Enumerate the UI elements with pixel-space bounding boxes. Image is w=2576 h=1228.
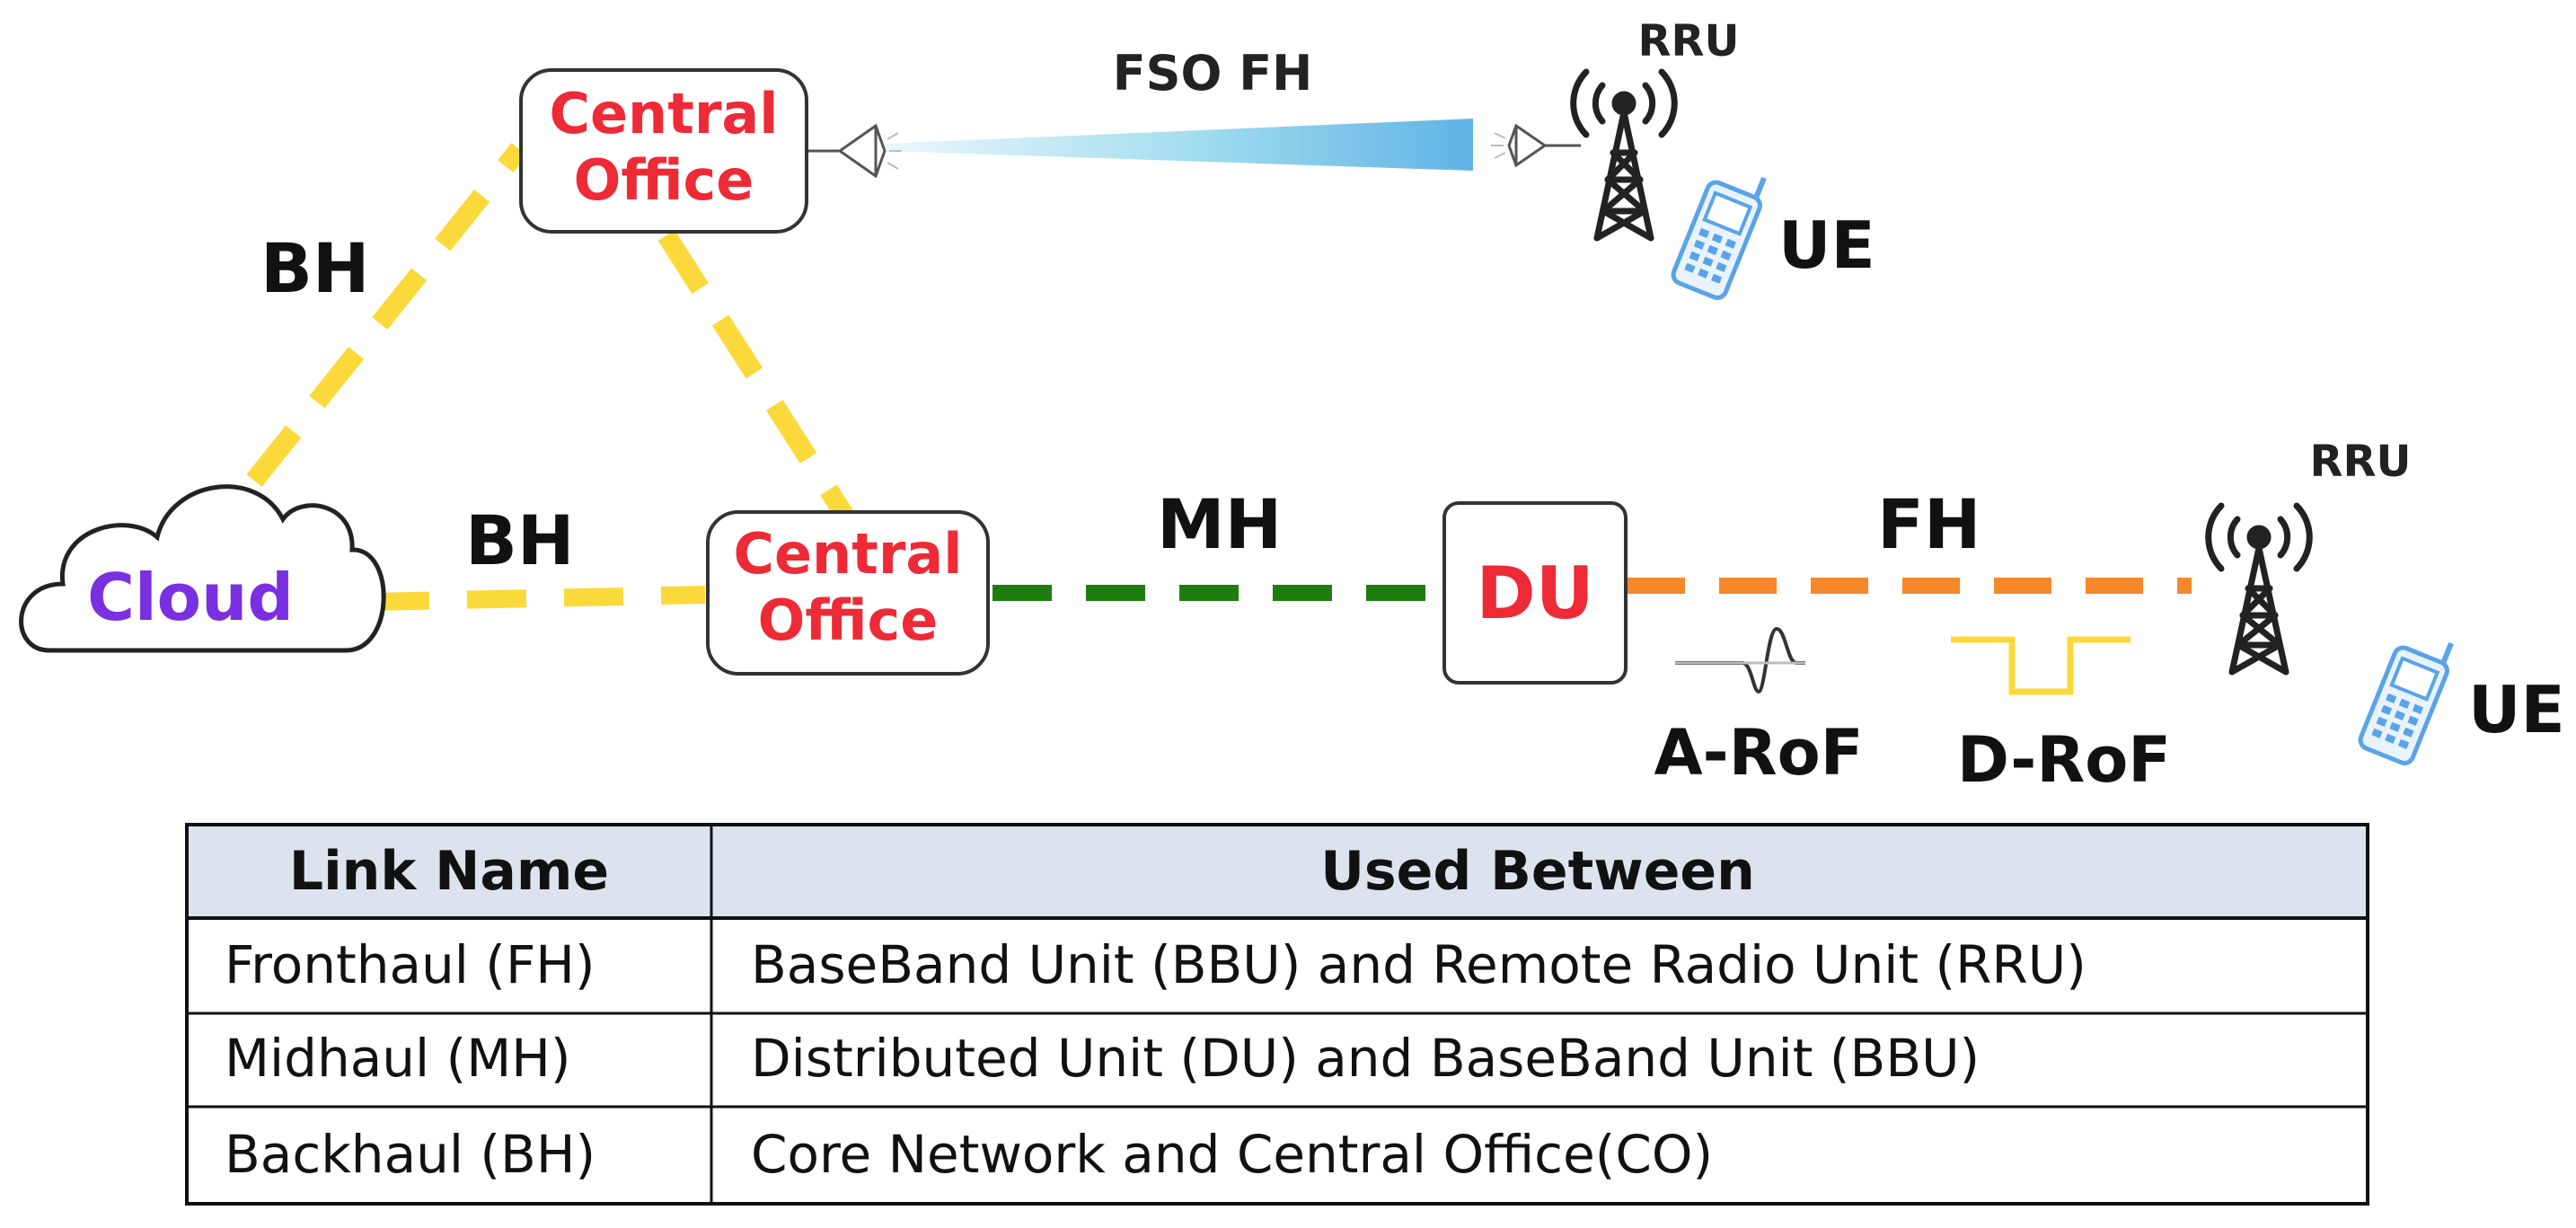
- bh-link-cloud-top-co: [246, 143, 527, 487]
- central-office-mid-line2: Office: [758, 587, 939, 653]
- fso-fh-label: FSO FH: [1113, 45, 1313, 102]
- central-office-mid: [706, 510, 990, 676]
- arof-label: A-RoF: [1654, 716, 1863, 790]
- central-office-mid-line1: Central: [734, 521, 963, 587]
- fso-beam: [885, 119, 1473, 171]
- bh-left-label: BH: [260, 228, 370, 308]
- bh-link-top-co-mid-co: [657, 230, 855, 523]
- table-header-link-name: Link Name: [289, 840, 609, 903]
- ue-top-label: UE: [1778, 208, 1875, 283]
- ue-bottom-label: UE: [2468, 672, 2565, 747]
- digital-pulse-icon: [1951, 636, 2130, 695]
- table-row-bh-between: Core Network and Central Office(CO): [751, 1124, 1713, 1185]
- drof-label: D-RoF: [1957, 723, 2171, 797]
- bh-bottom-label: BH: [465, 500, 575, 580]
- mh-label: MH: [1157, 484, 1282, 564]
- fh-label: FH: [1877, 484, 1981, 564]
- mobile-phone-icon: [2358, 641, 2454, 765]
- table-row-mh-between: Distributed Unit (DU) and BaseBand Unit …: [751, 1028, 1980, 1089]
- table-row-mh-name: Midhaul (MH): [225, 1028, 571, 1089]
- table-row-fh-name: Fronthaul (FH): [225, 934, 595, 995]
- analog-waveform-icon: [1675, 626, 1805, 694]
- mobile-phone-icon: [1671, 176, 1767, 300]
- table-row-fh-between: BaseBand Unit (BBU) and Remote Radio Uni…: [751, 934, 2086, 995]
- du-box: [1442, 501, 1628, 685]
- bh-link-cloud-mid-co: [369, 586, 706, 611]
- central-office-top-line2: Office: [574, 147, 754, 213]
- fso-transceiver-icon: [1491, 123, 1581, 168]
- rru-top-label: RRU: [1638, 16, 1740, 66]
- table-header-bg: [187, 825, 2368, 918]
- cloud-icon: [19, 484, 386, 653]
- central-office-top: [519, 68, 808, 234]
- link-table: Link Name Used Between Fronthaul (FH) Ba…: [185, 823, 2369, 1206]
- fso-transceiver-icon: [807, 123, 902, 179]
- radio-tower-icon: [1570, 68, 1678, 242]
- cloud-label: Cloud: [87, 560, 294, 635]
- rru-bottom-label: RRU: [2310, 437, 2412, 487]
- table-row-bh-name: Backhaul (BH): [225, 1124, 595, 1185]
- table-header-used-between: Used Between: [1320, 840, 1755, 903]
- du-label: DU: [1476, 552, 1593, 635]
- central-office-top-line1: Central: [550, 81, 779, 146]
- radio-tower-icon: [2205, 502, 2313, 676]
